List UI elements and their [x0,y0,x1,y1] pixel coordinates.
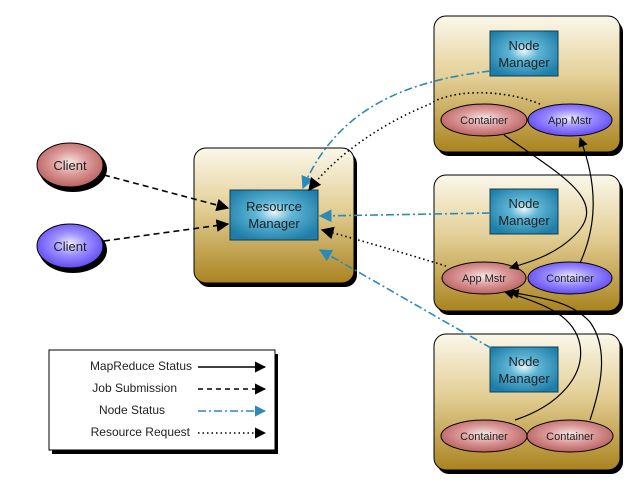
legend: MapReduce Status Job Submission Node Sta… [48,349,278,454]
node-manager-label-line2: Manager [498,371,550,386]
mapreduce-status-arrow [503,134,588,271]
node-manager-label-line2: Manager [498,55,550,70]
node-panel-1: Node Manager Container App Mstr [433,15,623,156]
app-master-oval [441,261,527,295]
job-submission-arrow [103,219,230,242]
node-manager-box [489,188,559,235]
node-manager-label-line1: Node [508,354,539,369]
container-oval [527,261,613,295]
container-oval [440,103,528,137]
client-node-blue: Client [36,223,107,273]
mapreduce-status-arrow [578,137,594,264]
node-panel-2: Node Manager App Mstr Container [433,174,623,315]
node-manager-label-line1: Node [508,196,539,211]
app-master-label: App Mstr [462,273,506,285]
client-node-red: Client [36,142,107,192]
job-submission-arrow [103,174,230,212]
legend-label-resource-request: Resource Request [91,425,191,439]
container-label: Container [546,431,594,443]
container-label: Container [460,115,508,127]
resource-manager-panel: Resource Manager [193,147,357,287]
resource-manager-label-line1: Resource [246,199,302,214]
mapreduce-status-arrow [509,288,603,421]
client-label: Client [53,239,87,254]
node-manager-label-line2: Manager [498,213,550,228]
resource-request-arrow [320,226,447,267]
app-master-oval [527,103,613,137]
resource-manager-box [229,189,319,241]
client-oval [36,142,104,188]
container-oval [526,419,614,453]
client-label: Client [53,158,87,173]
legend-label-job-submission: Job Submission [92,381,177,395]
container-label: Container [546,273,594,285]
container-label: Container [460,431,508,443]
node-status-arrow [318,209,491,223]
node-manager-label-line1: Node [508,38,539,53]
app-master-label: App Mstr [548,115,592,127]
legend-label-mapreduce-status: MapReduce Status [90,359,192,373]
resource-request-arrow [308,91,541,192]
client-oval [36,223,104,269]
node-manager-box [489,30,559,77]
resource-manager-label-line2: Manager [248,216,300,231]
node-status-arrow [301,70,491,190]
connections [103,70,603,421]
node-manager-box [489,346,559,393]
legend-label-node-status: Node Status [99,403,165,417]
mapreduce-status-arrow [504,289,582,421]
node-status-arrow [318,249,492,349]
